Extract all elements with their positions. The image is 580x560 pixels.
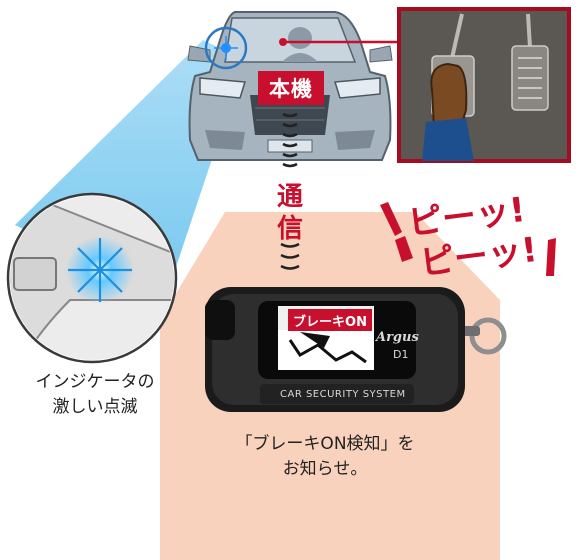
indicator-caption: インジケータの 激しい点滅 [0,370,190,420]
indicator-caption-line-2: 激しい点滅 [52,397,138,417]
notify-caption-line-1: 「ブレーキON検知」を [235,434,415,454]
remote-brand: Argus [376,330,419,345]
remote-model: D1 [393,348,409,361]
indicator-caption-line-1: インジケータの [35,372,155,392]
notify-caption-line-2: お知らせ。 [282,459,368,479]
main-unit-label: 本機 [258,71,324,105]
notify-caption: 「ブレーキON検知」を お知らせ。 [205,432,445,482]
remote-system-text: CAR SECURITY SYSTEM [280,389,406,400]
communication-label-char-1: 通 [276,182,303,212]
communication-label-char-2: 信 [276,214,303,244]
remote-screen-label: ブレーキON [288,309,372,331]
